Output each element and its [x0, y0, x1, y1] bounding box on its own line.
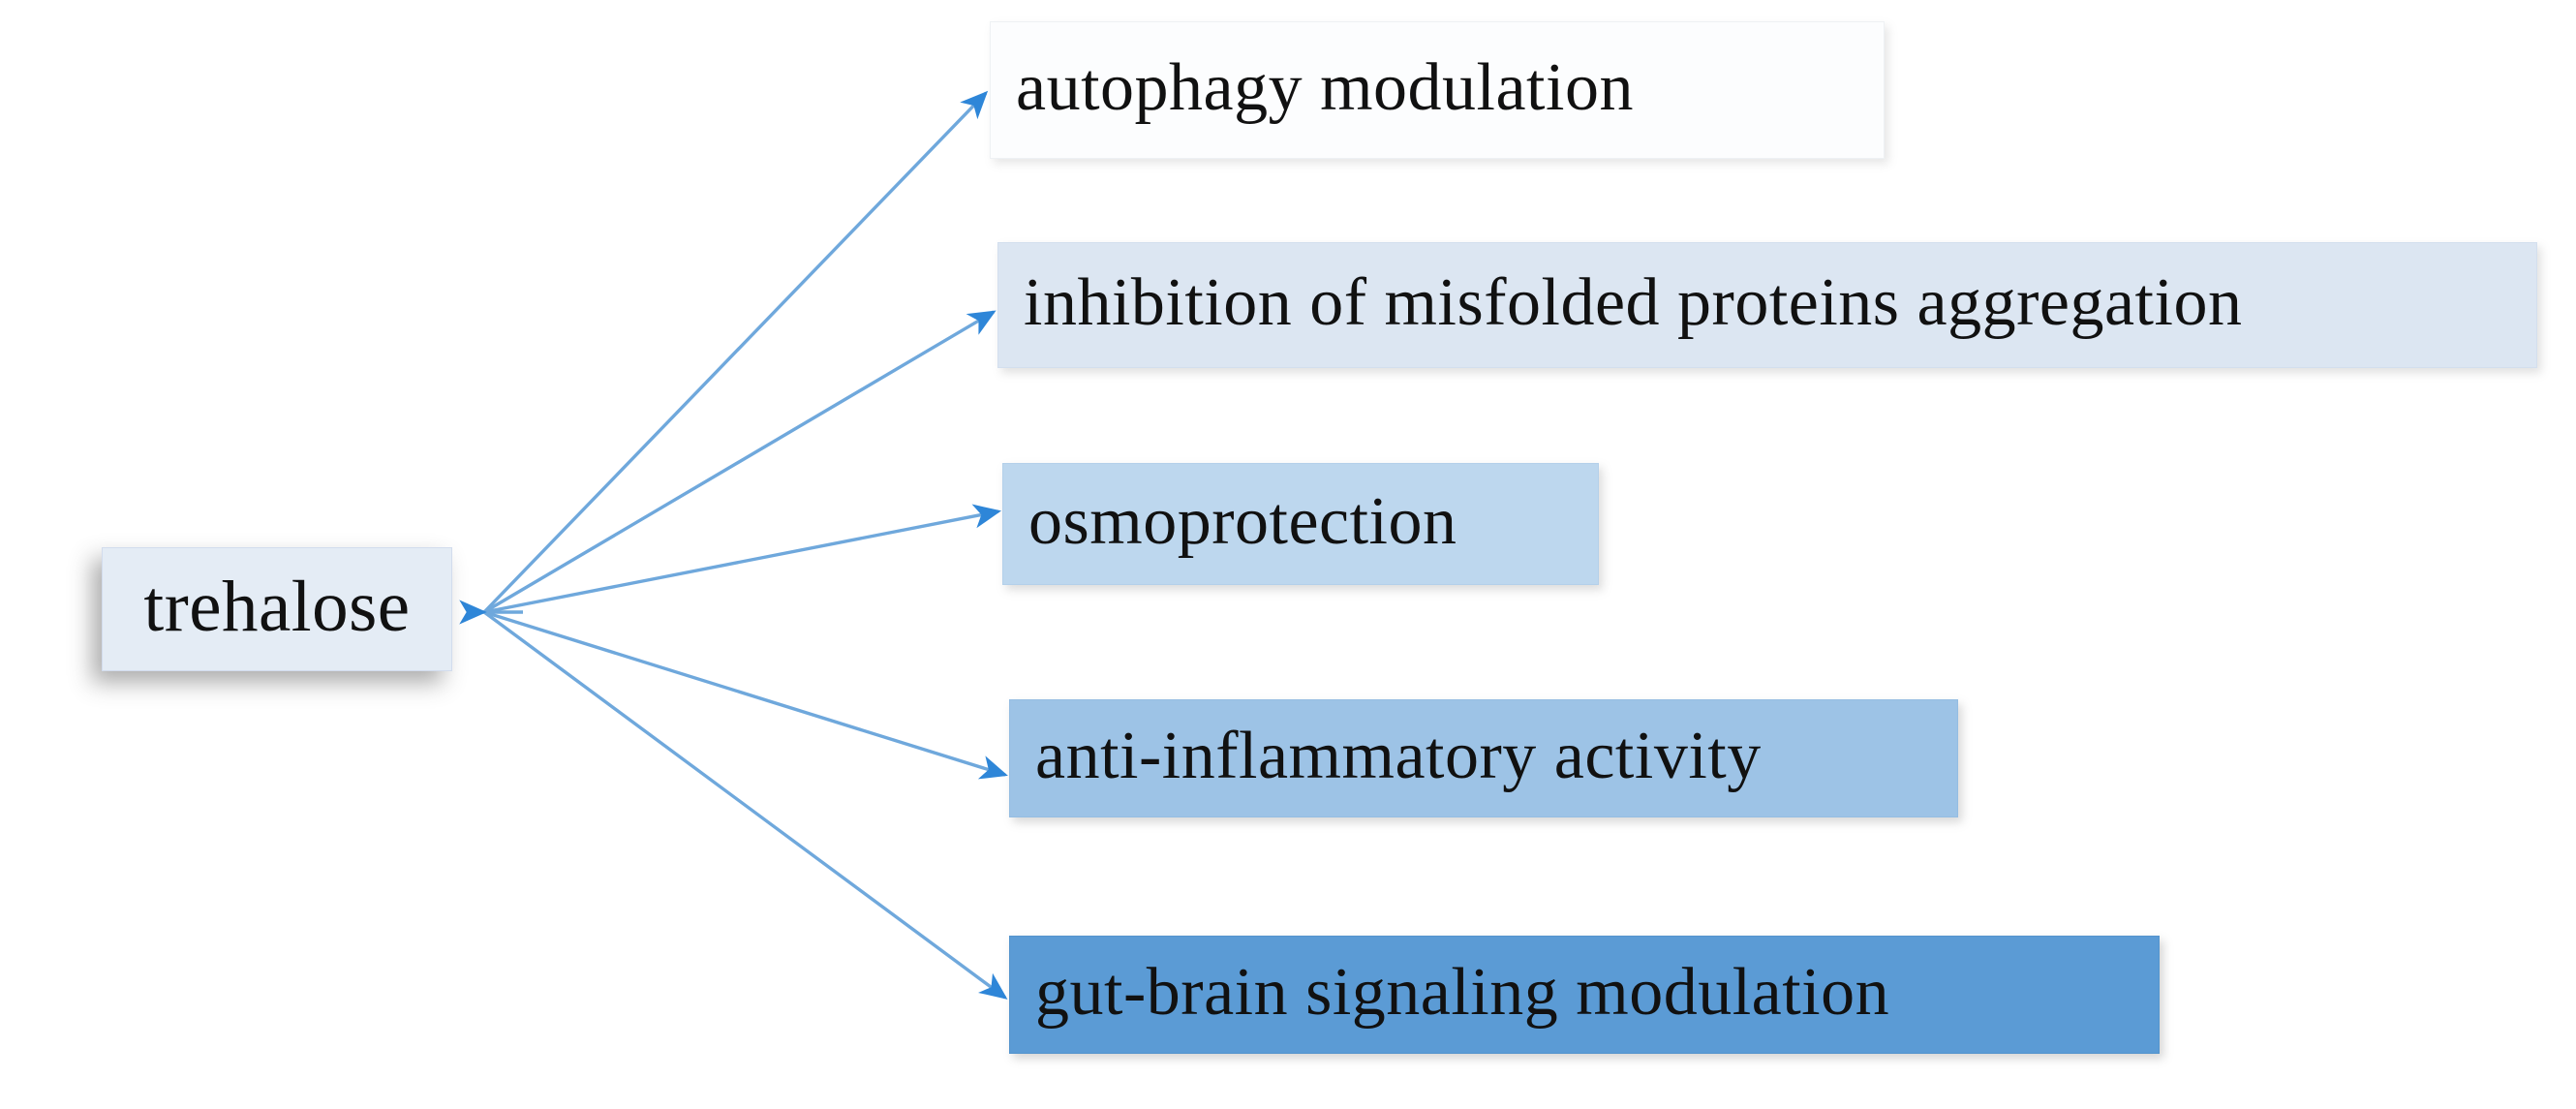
node-autophagy-modulation[interactable]: autophagy modulation	[990, 21, 1885, 159]
node-osmoprotection[interactable]: osmoprotection	[1002, 463, 1599, 585]
node-anti-inflammatory-activity-label: anti-inflammatory activity	[1035, 719, 1762, 793]
node-trehalose[interactable]: trehalose	[102, 547, 452, 671]
node-autophagy-modulation-label: autophagy modulation	[1016, 50, 1634, 125]
edge-to-anti-inflammatory-activity	[483, 610, 1008, 780]
node-trehalose-label: trehalose	[143, 566, 411, 647]
edge-to-osmoprotection	[483, 504, 1002, 614]
node-anti-inflammatory-activity[interactable]: anti-inflammatory activity	[1009, 699, 1958, 817]
edge-to-inhibition-of-misfolded-proteins-aggregation	[483, 310, 997, 614]
edge-to-gut-brain-signaling-modulation	[482, 610, 1008, 1000]
node-gut-brain-signaling-modulation[interactable]: gut-brain signaling modulation	[1009, 936, 2160, 1054]
node-gut-brain-signaling-modulation-label: gut-brain signaling modulation	[1035, 955, 1890, 1030]
node-inhibition-of-misfolded-proteins-aggregation[interactable]: inhibition of misfolded proteins aggrega…	[997, 242, 2537, 368]
node-osmoprotection-label: osmoprotection	[1028, 484, 1457, 559]
node-inhibition-of-misfolded-proteins-aggregation-label: inhibition of misfolded proteins aggrega…	[1024, 265, 2243, 340]
edge-to-autophagy-modulation	[482, 90, 989, 614]
